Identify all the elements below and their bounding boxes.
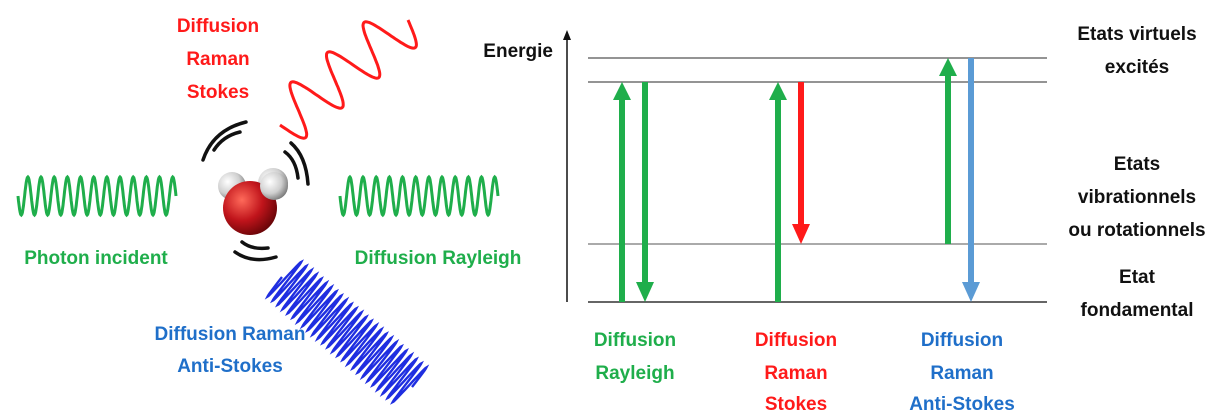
incident-wave bbox=[16, 174, 178, 218]
vibration-arcs bbox=[201, 120, 310, 262]
antistokes-column-label-line1: Diffusion bbox=[921, 330, 1003, 351]
ground-level-label-line2: fondamental bbox=[1081, 300, 1194, 321]
ground-level-label-line1: Etat bbox=[1119, 267, 1156, 288]
rayleigh-label: Diffusion Rayleigh bbox=[355, 248, 522, 269]
rayleigh-down-arrow bbox=[636, 82, 654, 302]
virtual-level-label-line2: excités bbox=[1105, 57, 1169, 78]
stokes-label-line3: Stokes bbox=[187, 82, 249, 103]
rayleigh-up-arrow bbox=[613, 82, 631, 302]
rayleigh-column-label-line1: Diffusion bbox=[594, 330, 676, 351]
stokes-label-line1: Diffusion bbox=[177, 16, 259, 37]
stokes-label-line2: Raman bbox=[186, 49, 249, 70]
antistokes-wave bbox=[264, 259, 430, 405]
incident-label: Photon incident bbox=[24, 248, 168, 269]
antistokes-column-label-line3: Anti-Stokes bbox=[909, 394, 1015, 414]
virtual-level-label-line1: Etats virtuels bbox=[1077, 24, 1196, 45]
vibrational-level-label-line2: vibrationnels bbox=[1078, 187, 1196, 208]
stokes-column-label-line3: Stokes bbox=[765, 394, 827, 414]
stokes-wave bbox=[279, 19, 418, 140]
vibrational-level-label-line3: ou rotationnels bbox=[1068, 220, 1205, 241]
energy-axis-arrowhead bbox=[563, 30, 571, 40]
stokes-column-label-line1: Diffusion bbox=[755, 330, 837, 351]
rayleigh-wave bbox=[338, 174, 500, 218]
antistokes-label-line1: Diffusion Raman bbox=[155, 324, 306, 345]
antistokes-up-arrow bbox=[939, 58, 957, 244]
stokes-column-label-line2: Raman bbox=[764, 363, 827, 384]
energy-axis-label: Energie bbox=[483, 41, 553, 62]
stokes-down-arrow bbox=[792, 82, 810, 244]
stokes-up-arrow bbox=[769, 82, 787, 302]
rayleigh-column-label-line2: Rayleigh bbox=[595, 363, 674, 384]
water-molecule bbox=[218, 168, 288, 235]
antistokes-label-line2: Anti-Stokes bbox=[177, 356, 283, 377]
antistokes-down-arrow bbox=[962, 58, 980, 302]
vibrational-level-label-line1: Etats bbox=[1114, 154, 1160, 175]
hydrogen-atom-front bbox=[260, 172, 288, 200]
antistokes-column-label-line2: Raman bbox=[930, 363, 993, 384]
